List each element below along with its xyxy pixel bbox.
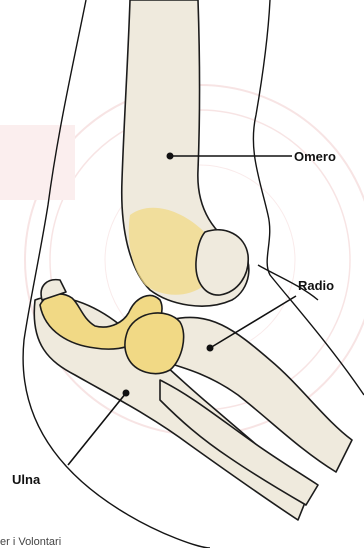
label-radio: Radio <box>298 278 334 293</box>
leader-ulna <box>68 390 130 466</box>
humerus-bone <box>122 0 249 306</box>
label-omero: Omero <box>294 149 336 164</box>
caption-fragment: er i Volontari <box>0 536 61 548</box>
radial-head <box>125 313 184 374</box>
arm-skin-outline-front <box>253 0 364 395</box>
label-ulna: Ulna <box>12 472 41 487</box>
